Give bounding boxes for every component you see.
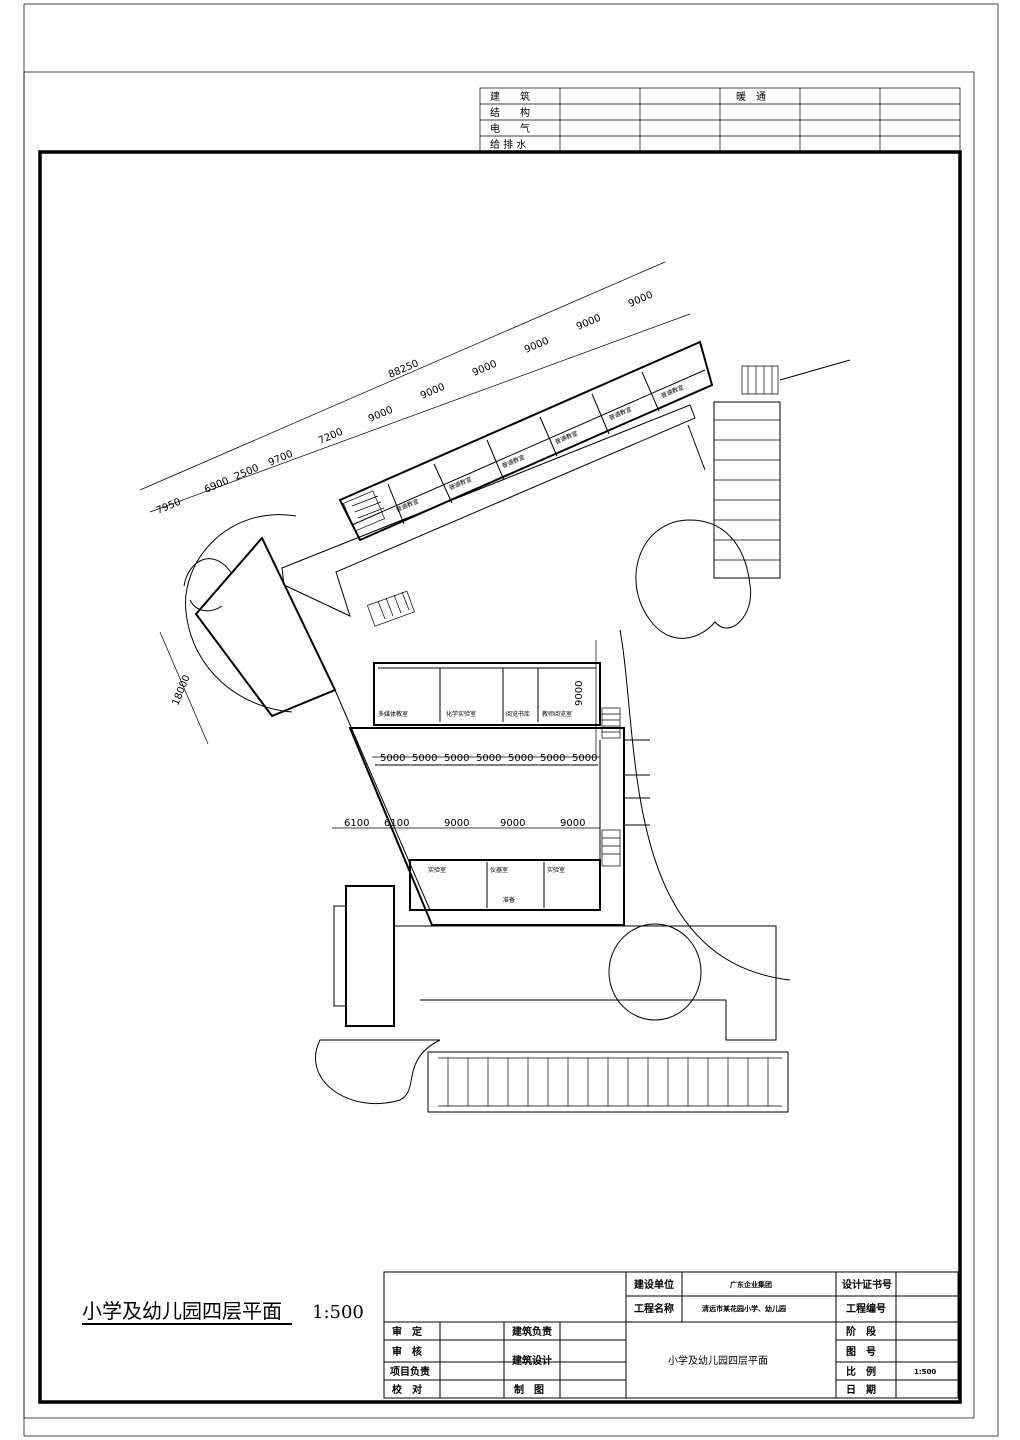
tb-projno-label: 工程编号 [846, 1302, 886, 1315]
dim-top-11: 9000 [627, 290, 655, 310]
dim-top-10: 9000 [575, 313, 603, 333]
right-stands [687, 359, 851, 579]
tb-drawing-name: 小学及幼儿园四层平面 [668, 1354, 768, 1367]
dimension-middle: 5000 5000 5000 5000 5000 5000 5000 [372, 753, 600, 764]
stair-middle [366, 590, 415, 627]
tb-mid-2: 建筑设计 [511, 1354, 552, 1367]
tb-left-1: 审 定 [392, 1325, 422, 1338]
title-block: 建设单位 广东企业集团 工程名称 清远市某花园小学、幼儿园 设计证书号 工程编号… [383, 1271, 959, 1399]
sign-row-plumbing: 给 排 水 [490, 138, 526, 151]
middle-block: 多媒体教室 化学实验室 阅览书库 教师阅览室 [373, 662, 621, 739]
dim-top-4: 9700 [267, 449, 295, 469]
room-label-top-1: 普通教室 [395, 497, 420, 514]
room-label-top-6: 普通教室 [660, 383, 685, 400]
dim-top-8: 9000 [471, 359, 499, 379]
left-entrance-block [183, 514, 431, 911]
tb-cert-label: 设计证书号 [842, 1278, 892, 1291]
dim-low-2: 6100 [384, 818, 409, 829]
dim-mid-1: 5000 [380, 753, 405, 764]
dimension-right: 9000 [574, 640, 597, 760]
dim-mid-5: 5000 [508, 753, 533, 764]
dimension-left: 18000 [159, 631, 209, 745]
tb-right-1: 阶 段 [846, 1325, 876, 1338]
room-label-top-4: 普通教室 [554, 429, 579, 446]
dim-right: 9000 [574, 681, 585, 706]
dim-mid-7: 5000 [572, 753, 597, 764]
sheet-inner-border [23, 71, 975, 1419]
dim-top-7: 9000 [419, 382, 447, 402]
tb-right-4: 日 期 [846, 1383, 876, 1396]
room-label-top-3: 普通教室 [501, 453, 526, 470]
tb-mid-3: 制 图 [514, 1383, 544, 1396]
dim-mid-6: 5000 [540, 753, 565, 764]
tb-mid-1: 建筑负责 [511, 1325, 552, 1338]
room-label-low-1: 实验室 [428, 866, 446, 874]
tb-right-3: 比 例 [846, 1365, 876, 1378]
room-label-low-4: 准备 [503, 896, 515, 904]
dim-top-6: 9000 [367, 405, 395, 425]
dim-low-4: 9000 [500, 818, 525, 829]
bottom-stands [427, 1051, 789, 1113]
lower-block: 实验室 仪器室 实验室 准备 [409, 829, 621, 911]
tb-client-label: 建设单位 [633, 1278, 674, 1291]
sign-row-hvac: 暖 通 [736, 90, 766, 103]
dim-low-5: 9000 [560, 818, 585, 829]
tb-scale-value: 1:500 [914, 1368, 936, 1376]
dim-mid-2: 5000 [412, 753, 437, 764]
dim-mid-3: 5000 [444, 753, 469, 764]
drawing-frame [38, 150, 962, 1404]
drawing-title: 小学及幼儿园四层平面 [82, 1299, 282, 1323]
dim-left: 18000 [171, 674, 193, 708]
drawing-scale: 1:500 [312, 1302, 364, 1323]
dim-top-9: 9000 [523, 336, 551, 356]
tb-left-3: 项目负责 [390, 1365, 430, 1378]
dim-overall: 88250 [387, 358, 421, 381]
room-label-mid-4: 教师阅览室 [542, 710, 572, 718]
dimension-lower: 6100 6100 9000 9000 9000 [332, 818, 600, 829]
road-curve [619, 629, 791, 981]
dim-low-1: 6100 [344, 818, 369, 829]
sign-row-architecture: 建 筑 [490, 90, 530, 103]
sign-table: 建 筑 结 构 电 气 给 排 水 暖 通 [479, 87, 961, 153]
tb-project-label: 工程名称 [634, 1302, 674, 1315]
dim-top-2: 6900 [203, 476, 231, 496]
dim-low-3: 9000 [444, 818, 469, 829]
tb-right-2: 图 号 [846, 1346, 876, 1358]
dim-mid-4: 5000 [476, 753, 501, 764]
sheet-outer-border [23, 3, 999, 1437]
dimension-top: 88250 7950 6900 2500 9700 7200 9000 9000… [139, 261, 691, 517]
tb-client-value: 广东企业集团 [730, 1280, 772, 1289]
main-building-outline [348, 727, 625, 926]
dim-top-1: 7950 [155, 497, 183, 517]
round-garden [608, 923, 702, 1021]
sign-row-electrical: 电 气 [490, 122, 530, 135]
sign-row-structure: 结 构 [490, 106, 530, 119]
room-label-low-3: 实验室 [547, 866, 565, 874]
room-label-mid-2: 化学实验室 [446, 710, 476, 718]
room-label-mid-1: 多媒体教室 [378, 710, 408, 718]
tb-project-value: 清远市某花园小学、幼儿园 [702, 1304, 786, 1313]
dim-top-3: 2500 [233, 463, 261, 483]
kindergarten-block [314, 885, 777, 1105]
room-label-mid-3: 阅览书库 [506, 710, 530, 718]
room-label-low-2: 仪器室 [490, 866, 508, 874]
floor-plan: 普通教室 普通教室 普通教室 普通教室 普通教室 普通教室 [139, 261, 851, 1113]
garden-ellipse-right [635, 519, 752, 639]
dim-top-5: 7200 [317, 427, 345, 447]
tb-left-4: 校 对 [392, 1383, 422, 1396]
tb-left-2: 审 核 [392, 1345, 422, 1358]
